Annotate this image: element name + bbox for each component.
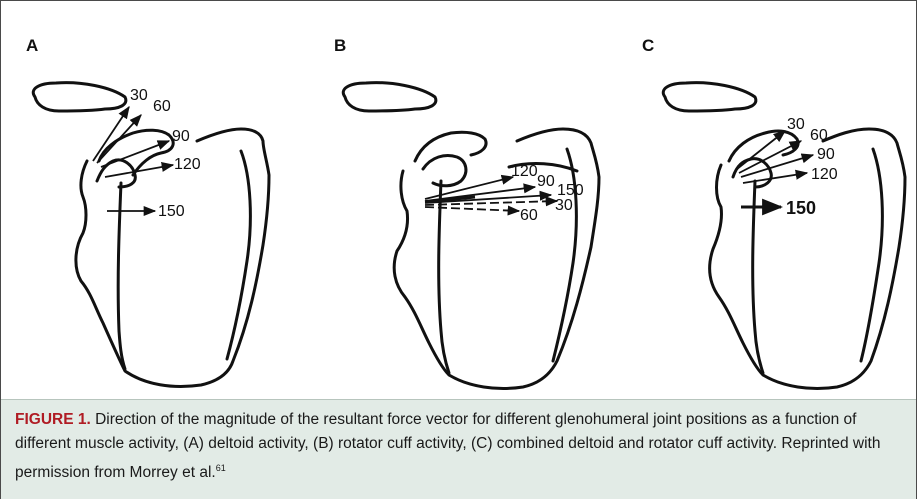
caption-text: Direction of the magnitude of the result… xyxy=(15,411,880,481)
panel-b-spine xyxy=(439,181,449,373)
panel-a-letter: A xyxy=(26,36,38,56)
panel-b-angle-30: 30 xyxy=(555,198,573,214)
panel-c-angle-60: 60 xyxy=(810,128,828,144)
caption-label: FIGURE 1. xyxy=(15,411,91,428)
panel-a-angle-120: 120 xyxy=(174,157,201,173)
panel-c-spine xyxy=(753,181,763,373)
panel-c-force-vectors xyxy=(737,131,813,207)
figure-caption: FIGURE 1. Direction of the magnitude of … xyxy=(15,408,905,485)
panel-c-angle-120: 120 xyxy=(811,167,838,183)
panel-b-drawing xyxy=(343,83,599,389)
panel-a-border xyxy=(227,151,250,359)
panel-b-glenoid xyxy=(423,156,466,186)
panel-a-angle-30: 30 xyxy=(130,88,148,104)
panel-b-angle-90: 90 xyxy=(537,174,555,190)
panel-c-angle-150: 150 xyxy=(786,199,816,217)
panel-b-acromion xyxy=(343,83,436,111)
panel-b-angle-60: 60 xyxy=(520,208,538,224)
panel-a-angle-60: 60 xyxy=(153,99,171,115)
panel-a-acromion xyxy=(33,83,126,111)
panel-c-border xyxy=(861,149,882,361)
scapula-illustration xyxy=(1,1,916,399)
caption-box: FIGURE 1. Direction of the magnitude of … xyxy=(1,399,916,499)
panel-c-angle-30: 30 xyxy=(787,117,805,133)
panel-c-coracoid xyxy=(729,131,798,161)
panel-b-border xyxy=(553,149,576,361)
panel-c-drawing xyxy=(663,83,905,389)
panel-c-angle-90: 90 xyxy=(817,147,835,163)
panel-c-letter: C xyxy=(642,36,654,56)
panel-a-angle-90: 90 xyxy=(172,129,190,145)
panel-a-force-vectors xyxy=(93,107,173,211)
panel-b-letter: B xyxy=(334,36,346,56)
panel-a-angle-150: 150 xyxy=(158,204,185,220)
panel-a-drawing xyxy=(33,83,269,387)
caption-reference: 61 xyxy=(216,463,226,473)
panel-c-acromion xyxy=(663,83,756,111)
panel-b-angle-120: 120 xyxy=(511,164,538,180)
